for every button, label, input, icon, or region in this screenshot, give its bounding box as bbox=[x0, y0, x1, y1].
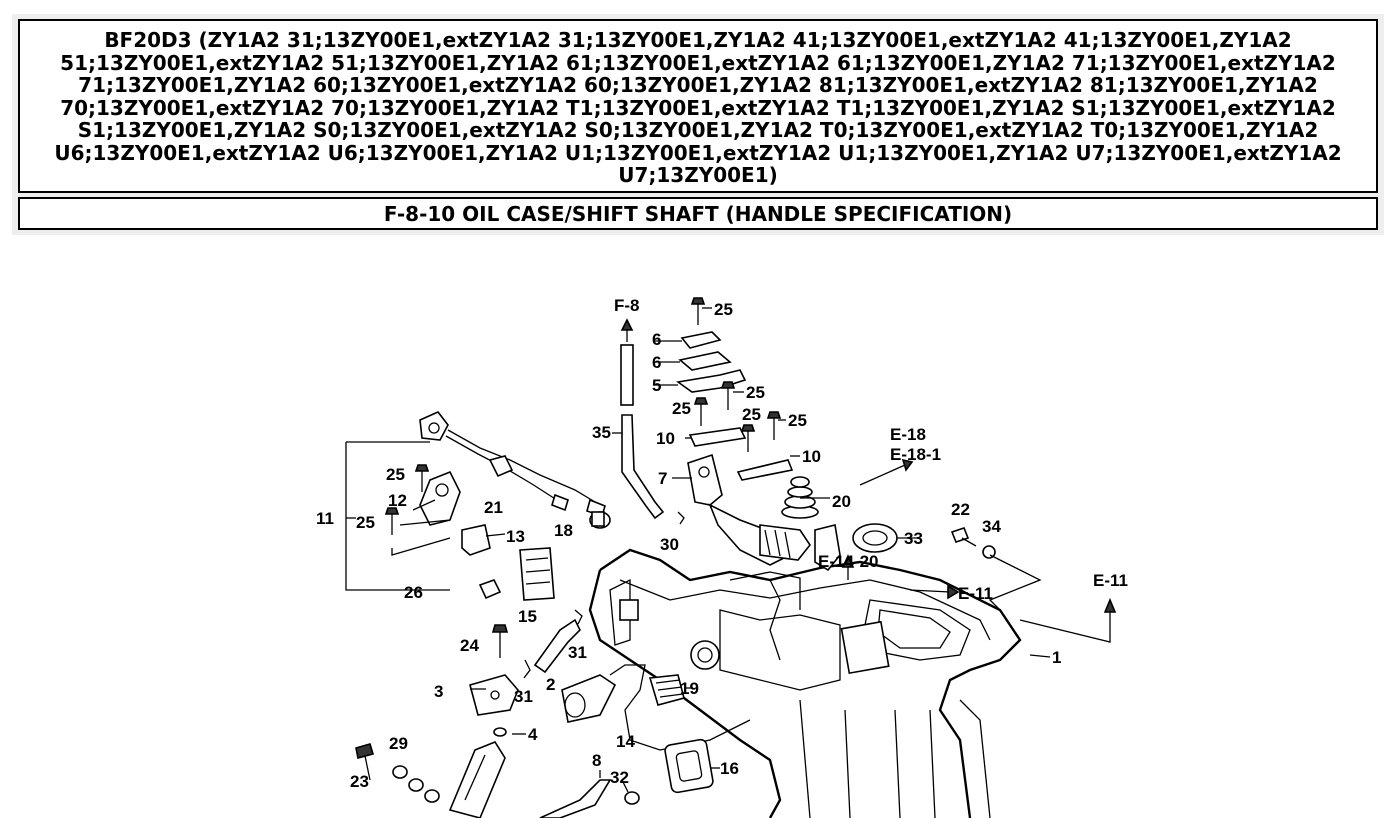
label-25g: 25 bbox=[356, 513, 375, 532]
parts-diagram: F-8 E-18 E-18-1 E-14-20 E-11 E-11 25 6 6… bbox=[316, 296, 1128, 818]
boot-20 bbox=[781, 476, 819, 519]
bracket-3 bbox=[469, 674, 519, 716]
bolts-25 bbox=[384, 297, 782, 535]
grommet-15 bbox=[519, 547, 555, 601]
label-4: 4 bbox=[528, 725, 538, 744]
label-34: 34 bbox=[982, 517, 1001, 536]
oil-seal-33 bbox=[852, 523, 898, 553]
label-5: 5 bbox=[652, 376, 661, 395]
switch-cable-assembly bbox=[391, 411, 606, 600]
washer-32 bbox=[624, 791, 640, 805]
washer-4 bbox=[493, 727, 507, 737]
plates-group bbox=[675, 331, 794, 481]
washer-29 bbox=[392, 765, 440, 803]
ref-e18-1: E-18-1 bbox=[890, 445, 941, 464]
label-29: 29 bbox=[389, 734, 408, 753]
hose-2 bbox=[533, 618, 581, 674]
shift-shaft bbox=[620, 318, 665, 520]
label-15: 15 bbox=[518, 607, 537, 626]
label-19: 19 bbox=[680, 679, 699, 698]
shift-arm-assembly bbox=[687, 453, 841, 572]
label-12: 12 bbox=[388, 491, 407, 510]
label-13: 13 bbox=[506, 527, 525, 546]
label-25f: 25 bbox=[386, 465, 405, 484]
label-25a: 25 bbox=[714, 300, 733, 319]
label-30: 30 bbox=[660, 535, 679, 554]
ref-e18: E-18 bbox=[890, 425, 926, 444]
section-title: F-8-10 OIL CASE/SHIFT SHAFT (HANDLE SPEC… bbox=[18, 196, 1378, 230]
label-26: 26 bbox=[404, 583, 423, 602]
switch-14 bbox=[561, 664, 751, 751]
bolt-24 bbox=[491, 624, 509, 658]
ref-f8: F-8 bbox=[614, 296, 640, 315]
knob-19 bbox=[648, 674, 685, 706]
label-25c: 25 bbox=[672, 399, 691, 418]
label-33: 33 bbox=[904, 529, 923, 548]
bolt-23 bbox=[355, 743, 375, 781]
clip-30 bbox=[677, 511, 685, 525]
label-14: 14 bbox=[616, 732, 635, 751]
label-18: 18 bbox=[554, 521, 573, 540]
label-10a: 10 bbox=[656, 429, 675, 448]
label-22: 22 bbox=[951, 500, 970, 519]
label-31a: 31 bbox=[568, 643, 587, 662]
ref-e11-a: E-11 bbox=[958, 584, 993, 603]
lever-handle bbox=[448, 741, 506, 818]
ref-e14-20: E-14-20 bbox=[818, 552, 878, 571]
cap-18 bbox=[589, 511, 611, 529]
label-6a: 6 bbox=[652, 330, 661, 349]
part-16 bbox=[664, 738, 714, 794]
label-25d: 25 bbox=[742, 405, 761, 424]
washer-34 bbox=[982, 545, 996, 559]
label-32: 32 bbox=[610, 768, 629, 787]
label-25e: 25 bbox=[788, 411, 807, 430]
label-21: 21 bbox=[484, 498, 503, 517]
label-3: 3 bbox=[434, 682, 443, 701]
label-10b: 10 bbox=[802, 447, 821, 466]
part-8 bbox=[539, 779, 612, 818]
label-23: 23 bbox=[350, 772, 369, 791]
label-1: 1 bbox=[1052, 648, 1061, 667]
bolt-22 bbox=[950, 527, 977, 547]
label-31b: 31 bbox=[514, 687, 533, 706]
oil-case-body bbox=[588, 548, 1022, 818]
header-panel: BF20D3 (ZY1A2 31;13ZY00E1,extZY1A2 31;13… bbox=[12, 14, 1384, 235]
label-6b: 6 bbox=[652, 353, 661, 372]
label-24: 24 bbox=[460, 636, 479, 655]
label-8: 8 bbox=[592, 751, 601, 770]
label-2: 2 bbox=[546, 675, 555, 694]
label-7: 7 bbox=[658, 469, 667, 488]
label-11: 11 bbox=[316, 509, 334, 528]
label-35: 35 bbox=[592, 423, 611, 442]
label-20: 20 bbox=[832, 492, 851, 511]
ref-e11-b: E-11 bbox=[1093, 571, 1128, 590]
label-25b: 25 bbox=[746, 383, 765, 402]
clip-31 bbox=[523, 609, 583, 679]
model-title: BF20D3 (ZY1A2 31;13ZY00E1,extZY1A2 31;13… bbox=[18, 19, 1378, 193]
leader-lines bbox=[345, 307, 1117, 793]
label-16: 16 bbox=[720, 759, 739, 778]
